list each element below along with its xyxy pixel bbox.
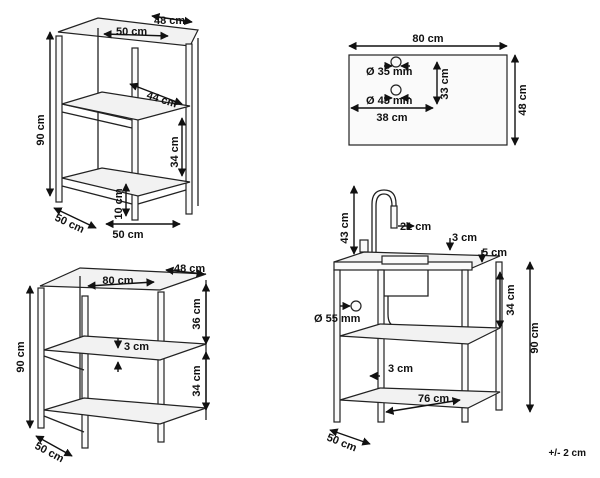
large-shelf-upper-gap-label: 36 cm bbox=[191, 298, 203, 329]
small-shelf-height-label: 90 cm bbox=[35, 114, 47, 145]
countertop-depth-label: 48 cm bbox=[517, 84, 529, 115]
hole-vertical-label: 33 cm bbox=[439, 68, 451, 99]
sink-shelf-thickness-label: 3 cm bbox=[388, 363, 413, 375]
small-shelf-bottom bbox=[61, 167, 191, 197]
small-shelf-width-bottom-label: 50 cm bbox=[112, 229, 143, 241]
small-shelf-middle bbox=[61, 91, 191, 121]
small-shelf-depth-label: 48 cm bbox=[154, 15, 185, 27]
tolerance-note: +/- 2 cm bbox=[548, 448, 586, 459]
hole-45mm-label: Ø 45 mm bbox=[366, 95, 413, 107]
sink-gap-label: 34 cm bbox=[505, 284, 517, 315]
large-shelf-lower-gap-label: 34 cm bbox=[191, 365, 203, 396]
spout-reach-label: 21 cm bbox=[400, 221, 431, 233]
drain-pipe bbox=[387, 296, 397, 327]
faucet bbox=[371, 189, 397, 252]
small-shelf-bottom-gap-label: 10 cm bbox=[113, 188, 125, 219]
countertop-edge-label: 5 cm bbox=[482, 247, 507, 259]
countertop-plan bbox=[348, 54, 508, 146]
sink-height-label: 90 cm bbox=[529, 322, 541, 353]
countertop-outline bbox=[348, 54, 508, 146]
drain-diameter-label: Ø 55 mm bbox=[314, 313, 361, 325]
sink-middle-shelf bbox=[339, 323, 501, 345]
large-shelf-bottom bbox=[43, 397, 207, 425]
sink-depth-label: 50 cm bbox=[325, 432, 359, 455]
faucet-height-label: 43 cm bbox=[339, 212, 351, 243]
hole-35mm-label: Ø 35 mm bbox=[366, 66, 413, 78]
large-shelf-drawing bbox=[37, 267, 207, 449]
small-shelf-gap-label: 34 cm bbox=[169, 136, 181, 167]
large-shelf-height-label: 90 cm bbox=[15, 341, 27, 372]
small-shelf-drawing bbox=[55, 17, 199, 221]
large-shelf-thickness-label: 3 cm bbox=[124, 341, 149, 353]
large-shelf-width-label: 80 cm bbox=[102, 275, 133, 287]
sink-inner-width-label: 76 cm bbox=[418, 393, 449, 405]
countertop-width-label: 80 cm bbox=[412, 33, 443, 45]
hole-45mm bbox=[390, 84, 402, 96]
small-shelf-width-top-label: 50 cm bbox=[116, 26, 147, 38]
sink-basin bbox=[383, 270, 429, 297]
hole-horizontal-label: 38 cm bbox=[376, 112, 407, 124]
drain-hole bbox=[350, 300, 362, 312]
countertop-thickness-label: 3 cm bbox=[452, 232, 477, 244]
large-shelf-depth-label: 48 cm bbox=[174, 263, 205, 275]
